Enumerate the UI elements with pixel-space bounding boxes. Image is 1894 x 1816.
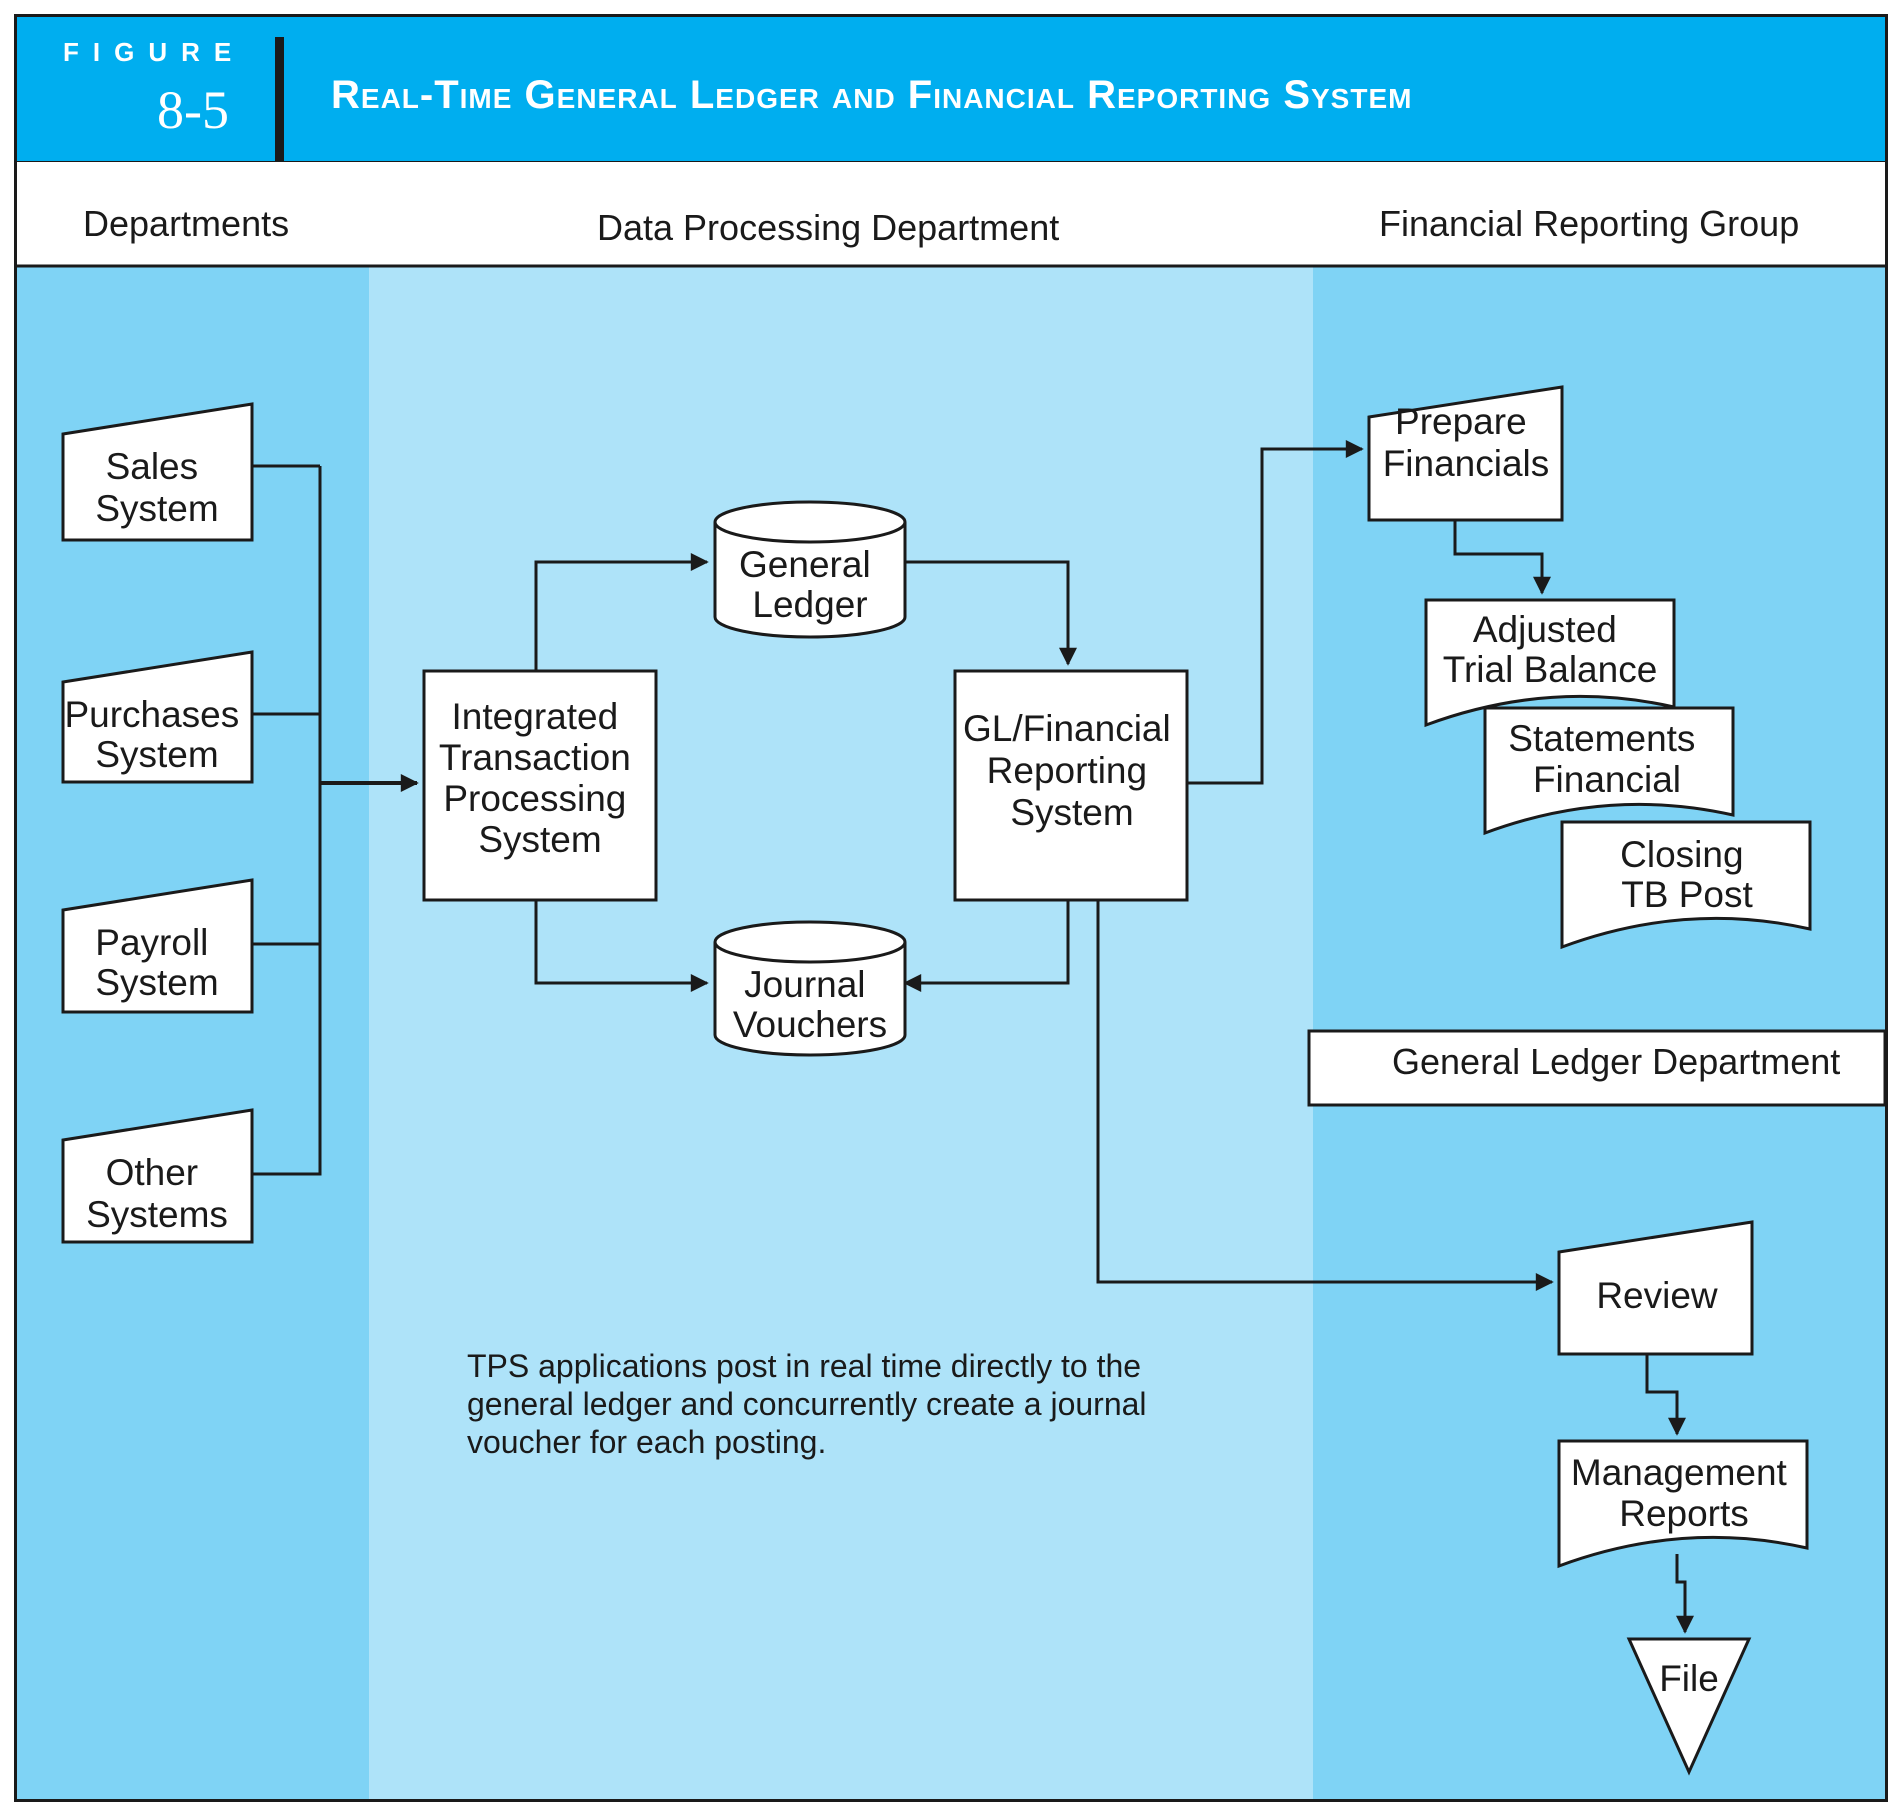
swimlanes: [17, 162, 1885, 1799]
svg-text:Payroll System: Payroll System: [95, 922, 218, 1003]
flowchart: Sales System Purchases System Payroll Sy…: [17, 162, 1885, 1799]
file-storage-node: File: [1626, 1637, 1752, 1776]
svg-text:Statements Financial: Statements Financial: [1508, 718, 1705, 800]
payroll-system-node: Payroll System: [61, 878, 254, 1014]
arrow-gl-financial-review: [1089, 883, 1554, 1291]
header-divider: [275, 37, 284, 163]
arrow-itps-to-journal-vouchers: [534, 900, 709, 992]
financial-statements-document: Statements Financial: [1483, 706, 1735, 836]
svg-text:Other Systems: Other Systems: [86, 1152, 228, 1235]
svg-text:Adjusted Trial Balance: Adjusted Trial Balance: [1443, 609, 1658, 690]
svg-text:General Ledger: General Ledger: [739, 544, 881, 625]
svg-text:Purchases System: Purchases System: [64, 694, 249, 775]
arrow-gl-financial-prepare-financials: [1168, 440, 1364, 792]
svg-text:GL/Financial Reporting: GL/Financial Reporting System: [963, 708, 1181, 833]
management-reports-document: Management Reports: [1557, 1439, 1809, 1569]
arrow-general-ledger-gl-financial: [888, 553, 1077, 666]
closing-tb-post-document: Closing TB Post: [1560, 820, 1812, 950]
connector-other-bus: [252, 466, 322, 1176]
column-data-processing: Data Processing Department: [597, 207, 1060, 248]
arrow-gl-financial-to-journal-vouchers: [903, 900, 1070, 992]
column-financial-reporting: Financial Reporting Group: [1379, 203, 1800, 244]
figure-number: 8-5: [157, 80, 229, 140]
svg-text:Review: Review: [1596, 1275, 1718, 1316]
general-ledger-database: General Ledger: [713, 500, 907, 639]
figure-title: Real-Time General Ledger and Financial R…: [331, 73, 1413, 117]
svg-text:Journal Vouchers: Journal Vouchers: [733, 964, 887, 1045]
svg-text:Integrated Transaction: Integrated Transaction Processing System: [439, 696, 641, 860]
arrow-review-to-management-reports: [1645, 1344, 1686, 1436]
purchases-system-node: Purchases System: [61, 650, 254, 784]
svg-text:Prepare Financials: Prepare Financials: [1383, 401, 1550, 484]
integrated-tps-node: Integrated Transaction Processing System: [422, 669, 658, 902]
diagram-note: TPS applications post in real time direc…: [467, 1348, 1147, 1460]
figure-label: FIGURE: [63, 37, 246, 67]
journal-vouchers-database: Journal Vouchers: [713, 920, 907, 1057]
column-departments: Departments: [83, 203, 290, 244]
adjusted-trial-balance-document: Adjusted Trial Balance: [1424, 598, 1676, 728]
arrow-itps-to-general-ledger: [534, 553, 709, 671]
arrow-prepare-to-adjusted-tb: [1453, 520, 1551, 595]
other-systems-node: Other Systems: [61, 1108, 254, 1244]
svg-text:Management Reports: Management Reports: [1571, 1452, 1797, 1534]
figure-frame: FIGURE 8-5 Real-Time General Ledger and …: [14, 14, 1888, 1802]
gl-financial-reporting-node: GL/Financial Reporting System: [953, 669, 1189, 902]
arrow-management-reports-to-file: [1675, 1554, 1694, 1634]
prepare-financials-node: Prepare Financials: [1367, 385, 1564, 522]
connectors: [252, 440, 1694, 1634]
column-header-band: [17, 162, 1885, 267]
figure-header: FIGURE 8-5 Real-Time General Ledger and …: [17, 17, 1885, 165]
sales-system-node: Sales System: [61, 402, 254, 542]
review-node: Review: [1557, 1220, 1754, 1356]
column-general-ledger-department: General Ledger Department: [1392, 1041, 1841, 1082]
svg-text:File: File: [1659, 1658, 1719, 1699]
svg-text:Sales System: Sales System: [95, 446, 218, 529]
svg-text:Closing TB Post: Closing TB Post: [1620, 834, 1754, 915]
